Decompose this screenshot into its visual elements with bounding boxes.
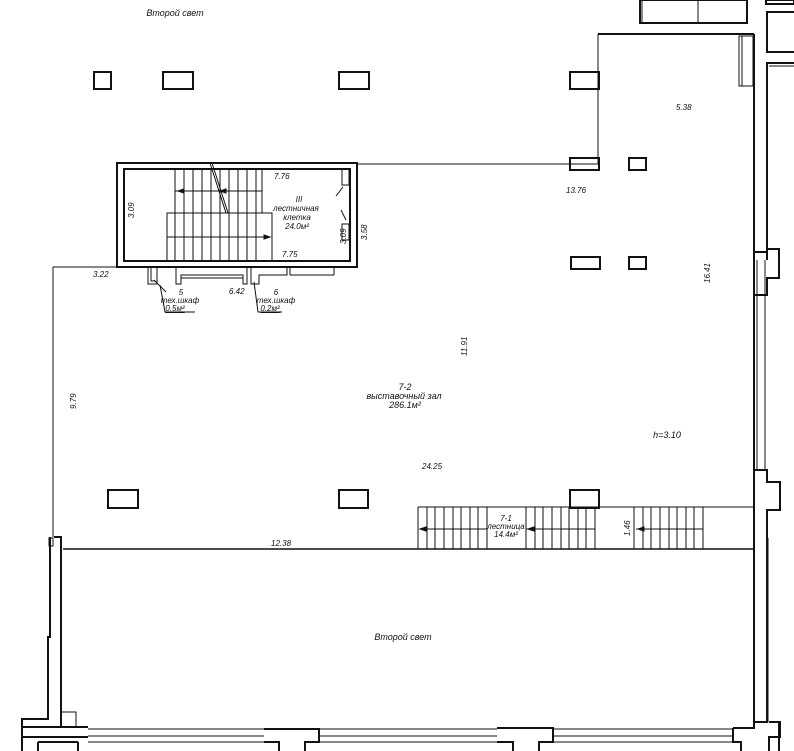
stair-7-1-number: 7-1 — [500, 514, 512, 523]
stairwell-area: 24.0м² — [285, 222, 309, 231]
dim-upper-right-length: 13.76 — [566, 186, 587, 195]
stairwell-number: III — [295, 195, 303, 204]
dim-bottom-edge: 12.38 — [271, 539, 292, 548]
stair-flight-upper — [174, 162, 263, 214]
stair-7-1-name: лестница — [487, 522, 525, 531]
upper-right-room — [597, 33, 780, 470]
stairwell-name-1: лестничная — [273, 204, 319, 213]
stair-7-1-area: 14.4м² — [494, 530, 518, 539]
dim-stair-right-inner: 3.09 — [339, 228, 348, 244]
dim-hall-left-vert: 9.79 — [69, 393, 78, 409]
bottom-wall — [88, 721, 781, 751]
hall-area: 286.1м² — [389, 400, 421, 410]
hall-number: 7-2 — [398, 382, 412, 392]
dim-hall-left-top: 3.22 — [93, 270, 109, 279]
columns — [93, 71, 647, 509]
dim-stair-bottom: 7.75 — [282, 250, 298, 259]
left-wall-lower — [21, 536, 88, 751]
closet-6-number: 6 — [273, 288, 279, 297]
closet-5-area: 0.5м² — [165, 304, 185, 313]
dim-hall-width: 24.25 — [422, 462, 443, 471]
closet-6-name: тех.шкаф — [256, 296, 296, 305]
dim-stair-7-1-depth: 1.46 — [623, 520, 632, 536]
top-void-label: Второй свет — [146, 8, 204, 18]
closets — [147, 267, 335, 313]
closet-5-number: 5 — [178, 288, 184, 297]
right-wall-lower — [753, 469, 781, 751]
stair-flight-lower — [166, 212, 273, 262]
stairwell-iii — [116, 162, 358, 268]
dim-hall-center-vert: 11.91 — [460, 336, 469, 356]
bottom-void-label: Второй свет — [374, 632, 432, 642]
stairwell-name-2: клетка — [283, 213, 311, 222]
hall-name: выставочный зал — [366, 391, 442, 401]
dim-between-closets: 6.42 — [229, 287, 245, 296]
exhibition-hall-outline — [52, 163, 754, 550]
dim-stair-top: 7.76 — [274, 172, 290, 181]
dim-stair-left: 3.09 — [127, 202, 136, 218]
stair-7-1 — [417, 507, 704, 549]
dim-hall-right-vert: 16.41 — [703, 262, 712, 283]
closet-5-name: тех.шкаф — [160, 296, 200, 305]
closet-6-area: 0.2м² — [260, 304, 280, 313]
ceiling-height-label: h=3.10 — [653, 430, 681, 440]
dim-upper-right-width: 5.38 — [676, 103, 692, 112]
top-right-walls — [639, 0, 794, 260]
dim-stair-right-outer: 3.58 — [360, 224, 369, 240]
